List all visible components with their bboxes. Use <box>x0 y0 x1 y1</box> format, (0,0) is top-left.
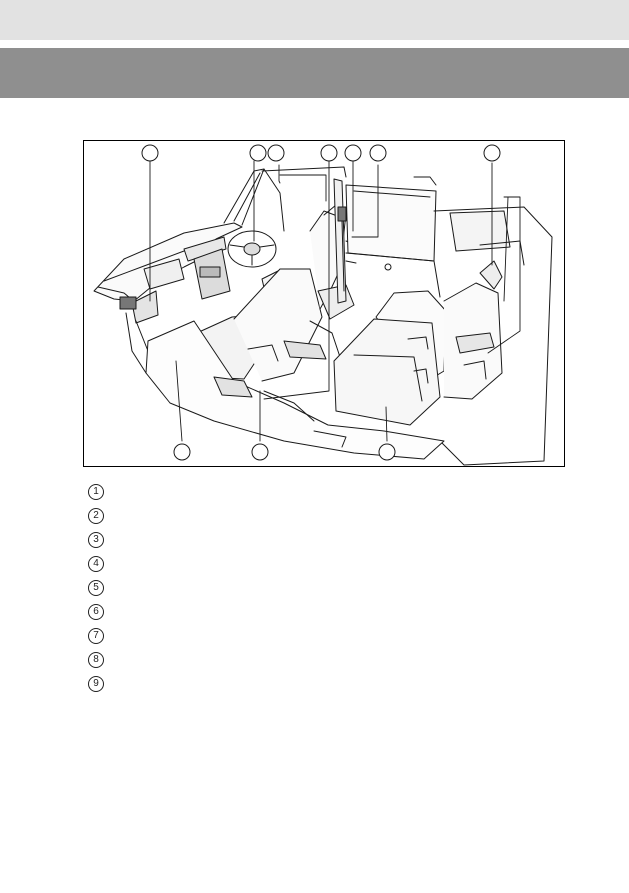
callout-leader-lines <box>149 160 521 442</box>
vehicle-interior-illustration <box>93 144 553 466</box>
callout-markers <box>141 144 501 461</box>
dashboard-drawing <box>93 222 243 392</box>
rear-cargo-drawing <box>433 206 553 466</box>
callout-marker <box>141 144 159 162</box>
legend-item: 1 <box>88 480 104 504</box>
floor-drawing <box>145 320 445 460</box>
callout-marker <box>369 144 387 162</box>
legend-number-badge: 8 <box>88 652 104 668</box>
interior-illustration-frame <box>83 140 565 467</box>
rear-door-drawing <box>345 176 441 298</box>
legend-item: 6 <box>88 600 104 624</box>
legend-number-badge: 7 <box>88 628 104 644</box>
pillar-drawing <box>223 166 347 232</box>
legend-number-badge: 5 <box>88 580 104 596</box>
legend-item: 9 <box>88 672 104 696</box>
legend-number-badge: 3 <box>88 532 104 548</box>
legend-item: 2 <box>88 504 104 528</box>
legend-item: 3 <box>88 528 104 552</box>
rear-seat-drawing <box>333 260 503 426</box>
callout-marker <box>344 144 362 162</box>
callout-marker <box>173 443 191 461</box>
legend-number-badge: 6 <box>88 604 104 620</box>
top-header-band <box>0 0 629 40</box>
legend-number-badge: 2 <box>88 508 104 524</box>
legend-item: 4 <box>88 552 104 576</box>
steering-wheel-drawing <box>227 230 277 268</box>
callout-marker <box>251 443 269 461</box>
callout-marker <box>483 144 501 162</box>
callout-marker <box>320 144 338 162</box>
callout-legend: 1 2 3 4 5 6 7 8 9 <box>88 480 104 696</box>
legend-item: 8 <box>88 648 104 672</box>
legend-number-badge: 1 <box>88 484 104 500</box>
callout-marker <box>249 144 267 162</box>
callout-marker <box>378 443 396 461</box>
legend-number-badge: 4 <box>88 556 104 572</box>
section-title-bar <box>0 48 629 98</box>
legend-number-badge: 9 <box>88 676 104 692</box>
legend-item: 5 <box>88 576 104 600</box>
callout-marker <box>267 144 285 162</box>
legend-item: 7 <box>88 624 104 648</box>
